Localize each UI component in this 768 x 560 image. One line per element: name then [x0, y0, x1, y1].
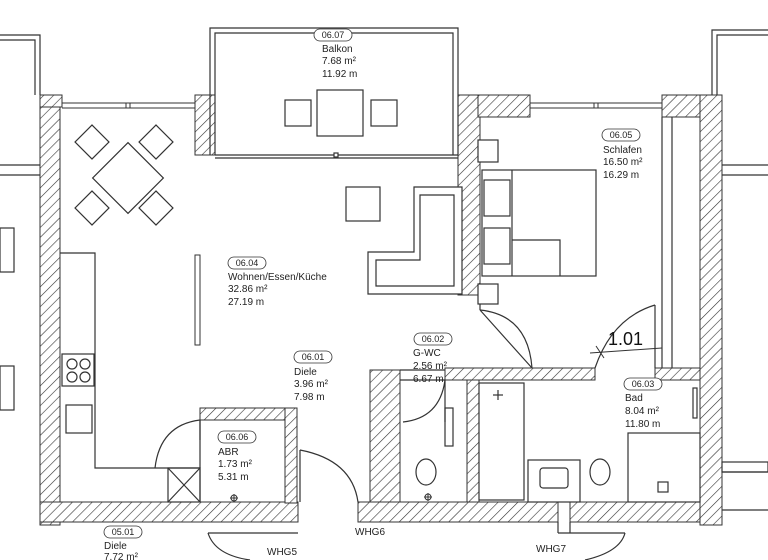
room-perimeter: 7.98 m: [294, 392, 325, 403]
room-id: 06.06: [226, 432, 249, 442]
wall-abr-top: [199, 407, 296, 421]
armchair: [345, 186, 381, 222]
wall-left: [39, 94, 61, 526]
wall-bottom-mid: [357, 501, 559, 523]
room-name: Diele: [294, 367, 317, 378]
room-name: ABR: [218, 447, 239, 458]
unit-number: 1.01: [608, 329, 643, 349]
room-perimeter: 11.92 m: [322, 69, 357, 80]
outlet-symbols: [230, 493, 432, 502]
room-area: 32.86 m²: [228, 284, 268, 295]
fridge: [167, 467, 201, 503]
balcony-chair-left: [284, 99, 312, 127]
neighbor-label: WHG5: [267, 547, 297, 558]
sink: [65, 404, 93, 434]
room-id: 06.04: [236, 258, 259, 268]
dining-chair: [138, 190, 174, 226]
neighbor-label: WHG6: [355, 527, 385, 538]
wall-bottom-left: [39, 501, 299, 523]
wall-top-right: [477, 94, 531, 118]
dining-table: [91, 141, 165, 215]
wc-toilet: [415, 458, 437, 486]
wall-bath-top-right: [654, 367, 701, 381]
pillow: [483, 227, 511, 265]
living-furniture: [345, 186, 463, 295]
room-area: 3.96 m²: [294, 379, 329, 390]
unit-marker: 1.01: [589, 329, 663, 359]
windows: [62, 102, 662, 109]
room-area: 16.50 m²: [603, 157, 643, 168]
room-label: 06.01 Diele 3.96 m² 7.98 m: [293, 350, 333, 403]
room-label: 06.03 Bad 8.04 m² 11.80 m: [623, 377, 663, 430]
wall-right: [699, 94, 723, 526]
room-id: 05.01: [112, 527, 135, 537]
balcony-table: [316, 89, 364, 137]
neighbor-balconies: [0, 29, 768, 511]
room-label: 06.04 Wohnen/Essen/Küche 32.86 m² 27.19 …: [227, 256, 327, 308]
room-name: Wohnen/Essen/Küche: [228, 272, 327, 283]
stove: [61, 353, 95, 387]
pillow: [483, 179, 511, 217]
bath-fixtures: [415, 382, 701, 503]
room-area: 7.68 m²: [322, 56, 357, 67]
bath-toilet: [589, 458, 611, 486]
room-id: 06.03: [632, 379, 655, 389]
room-area: 2.56 m²: [413, 361, 448, 372]
room-id: 06.07: [322, 30, 345, 40]
wall-top-left: [39, 94, 63, 108]
room-area: 7.72 m²: [104, 552, 139, 560]
room-name: Balkon: [322, 44, 353, 55]
wall-bath-top: [444, 367, 596, 381]
room-perimeter: 27.19 m: [228, 297, 264, 308]
bedroom-furniture: [477, 139, 597, 305]
room-id: 06.02: [422, 334, 445, 344]
room-label: 06.07 Balkon 7.68 m² 11.92 m: [313, 28, 357, 80]
room-perimeter: 6.67 m: [413, 374, 444, 385]
room-label: 06.02 G-WC 2.56 m² 6.67 m: [413, 332, 453, 385]
sliding-door: [194, 254, 201, 346]
wall-top-mid: [194, 94, 216, 156]
walls: [39, 94, 723, 526]
wall-wc-left: [369, 369, 401, 503]
dining-chair: [74, 124, 110, 160]
wardrobe: [477, 139, 499, 163]
dining-chair: [74, 190, 110, 226]
room-id: 06.01: [302, 352, 325, 362]
bathtub: [478, 382, 525, 501]
entrance-door: [299, 449, 359, 503]
room-perimeter: 11.80 m: [625, 419, 660, 430]
room-area: 8.04 m²: [625, 406, 660, 417]
dining-chair: [138, 124, 174, 160]
room-perimeter: 5.31 m: [218, 472, 249, 483]
room-perimeter: 16.29 m: [603, 170, 639, 181]
neighbor-label: WHG7: [536, 544, 566, 555]
wall-abr-right: [284, 407, 298, 504]
room-name: Schlafen: [603, 145, 642, 156]
balcony-chair-right: [370, 99, 398, 127]
room-label: 05.01 Diele 7.72 m²: [103, 525, 143, 560]
kitchen: [60, 252, 201, 503]
nightstand: [477, 283, 499, 305]
room-name: Diele: [104, 541, 127, 552]
room-label: 06.05 Schlafen 16.50 m² 16.29 m: [601, 128, 643, 181]
dining-furniture: [74, 124, 174, 226]
doors: [154, 304, 656, 560]
sofa: [367, 186, 463, 295]
room-name: Bad: [625, 393, 643, 404]
wall-wc-bath: [466, 379, 480, 503]
wall-bottom-right: [569, 501, 721, 523]
room-label: 06.06 ABR 1.73 m² 5.31 m: [217, 430, 257, 483]
room-name: G-WC: [413, 348, 441, 359]
room-area: 1.73 m²: [218, 459, 253, 470]
room-id: 06.05: [610, 130, 633, 140]
